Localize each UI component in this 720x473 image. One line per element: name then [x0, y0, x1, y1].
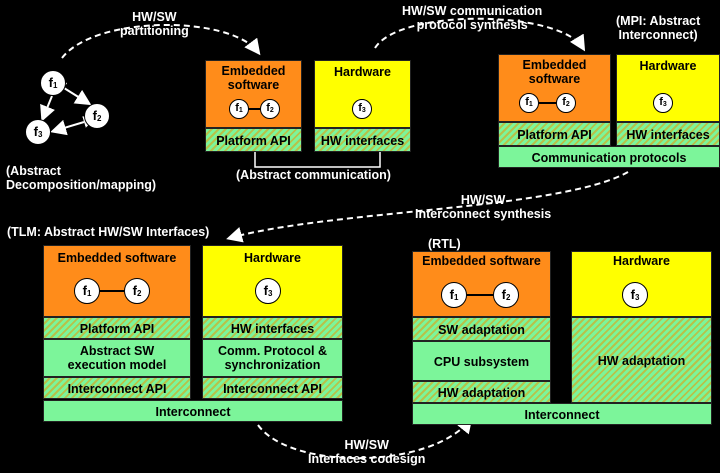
stage1-software-title: Embedded software	[221, 64, 286, 92]
edge-f1-f2	[53, 81, 92, 106]
stage4-hardware-block: Hardware f3	[571, 251, 712, 317]
graph-node-f1: f1	[40, 70, 66, 96]
stage4-node-f3: f3	[622, 282, 648, 308]
stage3-link	[100, 290, 124, 292]
stage1-hw-interfaces: HW interfaces	[314, 128, 411, 152]
stage1-hardware-title: Hardware	[334, 65, 391, 79]
stage1-node-f1: f1	[229, 99, 249, 119]
stage2-node-f3: f3	[653, 93, 673, 113]
stage2-link	[539, 102, 556, 104]
stage3-node-f1: f1	[74, 278, 100, 304]
stage3-hardware-block: Hardware f3	[202, 245, 343, 317]
stage3-abstract-sw-model: Abstract SW execution model	[43, 339, 191, 377]
stage4-hw-adaptation-sw: HW adaptation	[412, 381, 551, 403]
graph-node-f2: f2	[84, 103, 110, 129]
stage3-hw-interfaces: HW interfaces	[202, 317, 343, 339]
stage1-platform-api: Platform API	[205, 128, 302, 152]
stage4-sw-adaptation: SW adaptation	[412, 317, 551, 341]
stage4-cpu-subsystem: CPU subsystem	[412, 341, 551, 381]
partitioning-label: HW/SW partitioning	[120, 10, 189, 38]
graph-node-f3: f3	[25, 119, 51, 145]
stage1-link	[248, 108, 260, 110]
partitioning-arrow	[61, 24, 261, 59]
interfaces-codesign-arrow	[257, 416, 473, 460]
stage2-platform-api: Platform API	[498, 122, 611, 146]
stage4-link	[467, 294, 493, 296]
stage1-software-block: Embedded software f1 f2	[205, 60, 302, 128]
stage3-node-f3: f3	[255, 278, 281, 304]
stage2-node-f1: f1	[519, 93, 539, 113]
stage1-node-f3: f3	[352, 99, 372, 119]
comm-synthesis-arrow	[374, 17, 586, 52]
stage3-hardware-title: Hardware	[244, 251, 301, 265]
stage4-hw-adaptation: HW adaptation	[571, 317, 712, 403]
stage3-software-block: Embedded software f1 f2	[43, 245, 191, 317]
stage4-node-f1: f1	[441, 282, 467, 308]
stage1-node-f2: f2	[260, 99, 280, 119]
abstract-comm-bracket	[254, 152, 381, 168]
stage4-hardware-title: Hardware	[613, 254, 670, 268]
edge-f1-f3	[40, 95, 55, 122]
stage2-hardware-title: Hardware	[639, 59, 697, 73]
interconnect-synthesis-arrow	[226, 171, 629, 243]
stage4-software-block: Embedded software f1 f2	[412, 251, 551, 317]
tlm-label: (TLM: Abstract HW/SW Interfaces)	[7, 225, 210, 239]
stage3-interconnect-api-hw: Interconnect API	[202, 377, 343, 399]
stage2-software-title: Embedded software	[522, 58, 587, 86]
stage4-node-f2: f2	[493, 282, 519, 308]
abstract-decomposition-label: (Abstract Decomposition/mapping)	[6, 164, 156, 192]
stage4-software-title: Embedded software	[422, 254, 541, 268]
comm-synthesis-label: HW/SW communication protocol synthesis	[402, 4, 543, 32]
stage2-software-block: Embedded software f1 f2	[498, 54, 611, 122]
stage1-hardware-block: Hardware f3	[314, 60, 411, 128]
rtl-label: (RTL)	[428, 237, 461, 251]
stage3-interconnect-api-sw: Interconnect API	[43, 377, 191, 399]
interfaces-codesign-label: HW/SW Interfaces codesign	[308, 438, 426, 466]
edge-f2-f3	[50, 116, 96, 136]
stage3-node-f2: f2	[124, 278, 150, 304]
stage3-platform-api: Platform API	[43, 317, 191, 339]
interconnect-synthesis-label: HW/SW Interconnect synthesis	[415, 193, 552, 221]
stage2-hw-interfaces: HW interfaces	[616, 122, 720, 146]
abstract-communication-label: (Abstract communication)	[236, 168, 391, 182]
stage3-software-title: Embedded software	[57, 251, 177, 265]
stage2-node-f2: f2	[556, 93, 576, 113]
stage4-interconnect: Interconnect	[412, 403, 712, 425]
stage2-communication-protocols: Communication protocols	[498, 146, 720, 168]
stage3-interconnect: Interconnect	[43, 400, 343, 422]
stage2-hardware-block: Hardware f3	[616, 54, 720, 122]
mpi-label: (MPI: Abstract Interconnect)	[616, 14, 701, 42]
stage3-comm-protocol: Comm. Protocol & synchronization	[202, 339, 343, 377]
